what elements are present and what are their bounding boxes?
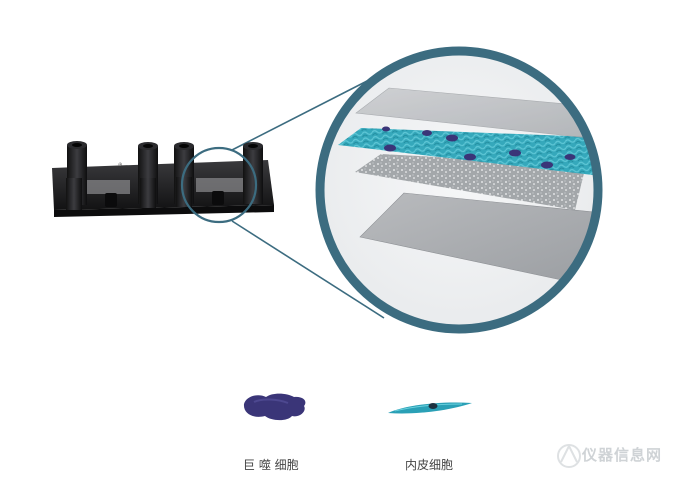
endothelial-cell-icon (388, 402, 472, 414)
chip-window (196, 178, 246, 192)
connector-line-bottom (231, 220, 385, 319)
zoom-detail-circle (315, 46, 603, 334)
chip-window (82, 180, 130, 194)
top-membrane-layer (355, 87, 598, 140)
chip-post (140, 178, 156, 208)
connector-line-top (231, 79, 370, 151)
zoom-lens-small (180, 146, 258, 224)
chip-post (176, 177, 192, 207)
watermark-text: 仪器信息网 (582, 446, 663, 464)
macrophage-cluster (382, 126, 576, 169)
watermark-logo (557, 443, 581, 468)
macrophage-label: 巨 噬 细胞 (243, 458, 299, 472)
endothelial-cell-label: 内皮细胞 (405, 458, 454, 472)
chip-post (66, 178, 82, 210)
porous-membrane-layer (355, 154, 586, 210)
macrophage-icon (243, 393, 306, 421)
microfluidic-chip: ⊕ (52, 141, 274, 217)
svg-text:⊕: ⊕ (118, 162, 122, 168)
